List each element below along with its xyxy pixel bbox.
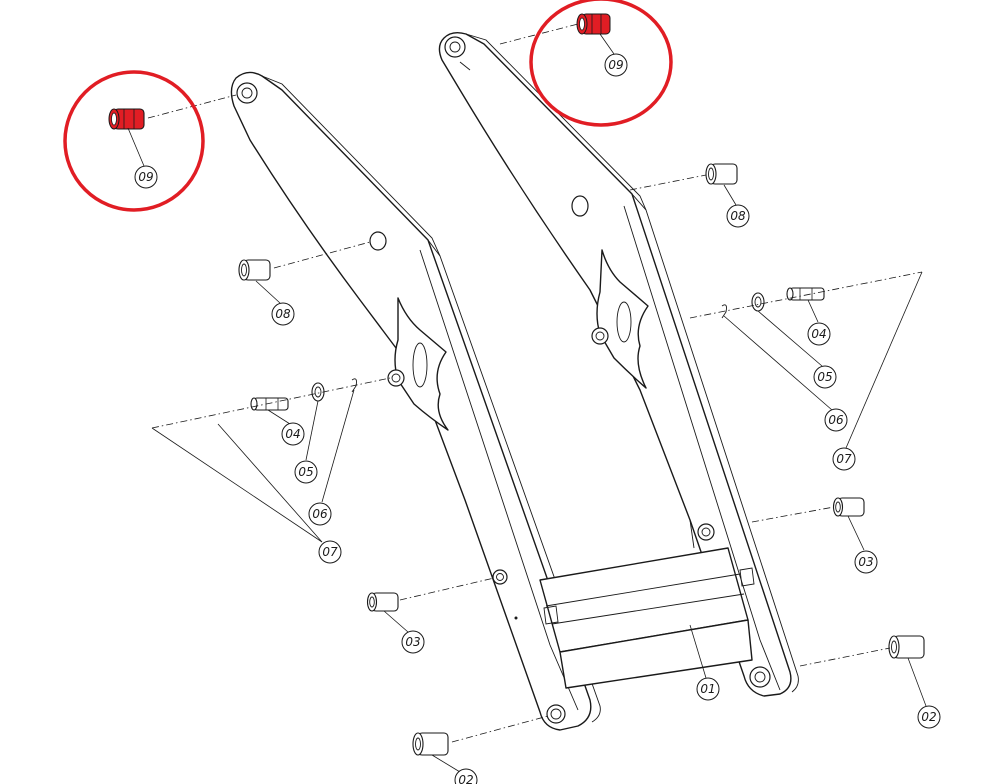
balloon-08-right: 08 [726,204,750,228]
balloon-label: 08 [730,209,746,223]
right-arm [438,31,799,697]
balloon-label: 09 [138,170,153,184]
cross-tube [539,519,755,689]
balloon-label: 06 [828,413,844,427]
bushing-03-right [832,497,865,517]
balloon-label: 01 [700,682,715,696]
balloon-02-right: 02 [917,705,941,729]
balloon-label: 05 [298,465,313,479]
balloon-01: 01 [696,677,720,701]
balloon-07-left: 07 [318,540,342,564]
highlight-annotations [63,0,673,212]
highlight-circle-right [529,0,673,127]
balloon-label: 04 [811,327,826,341]
balloon-label: 02 [921,710,936,724]
bushing-03-left [366,592,399,612]
leader-lines [127,33,927,773]
balloon-09-left: 09 [134,165,158,189]
balloon-label: 08 [275,307,291,321]
washer-05-left [311,382,325,402]
balloon-label: 02 [458,773,473,784]
balloon-label: 09 [608,58,623,72]
highlight-circle-left [63,70,205,212]
pin-04-right [786,287,825,301]
balloon-09-right: 09 [604,53,628,77]
bushing-08-left [238,259,271,281]
balloon-06-left: 06 [308,502,332,526]
bushing-02-right [888,635,925,659]
balloon-08-left: 08 [271,302,295,326]
left-arm [230,71,601,731]
clip-06-right [721,304,727,319]
balloon-05-right: 05 [813,365,837,389]
balloon-02-left: 02 [454,768,478,784]
bushing-08-right [705,163,738,185]
balloon-04-right: 04 [807,322,831,346]
pin-04-left [250,397,289,411]
balloon-label: 03 [405,635,420,649]
balloon-label: 07 [836,452,852,466]
washer-05-right [751,292,765,312]
clip-06-left [351,378,357,393]
bushing-09-right [576,13,611,35]
balloon-05-left: 05 [294,460,318,484]
balloon-03-left: 03 [401,630,425,654]
bushing-02-left [412,732,449,756]
balloon-label: 03 [858,555,873,569]
balloon-07-right: 07 [832,447,856,471]
balloon-label: 04 [285,427,300,441]
balloon-label: 07 [322,545,338,559]
balloon-03-right: 03 [854,550,878,574]
balloon-label: 05 [817,370,832,384]
bushing-09-left [108,108,145,130]
part-balloons: 09 09 08 08 04 05 06 07 [134,53,941,784]
balloon-label: 06 [312,507,328,521]
balloon-06-right: 06 [824,408,848,432]
balloon-04-left: 04 [281,422,305,446]
